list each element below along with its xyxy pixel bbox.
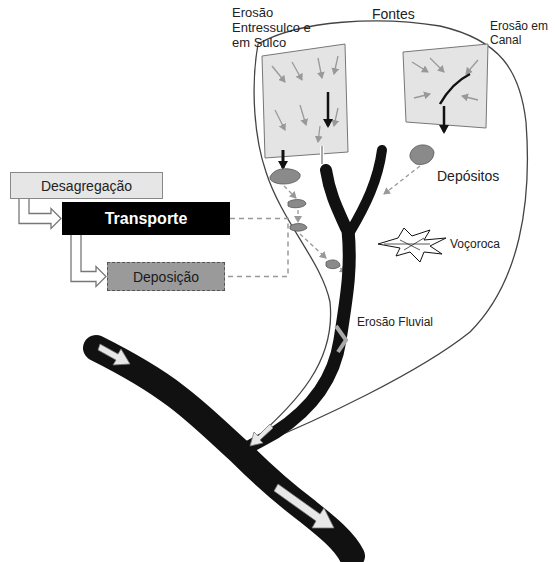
node-text: Transporte (105, 210, 188, 228)
process-box: Transporte (62, 202, 230, 235)
dashed-connector (225, 219, 288, 277)
process-label: Erosão Entressulco e em Sulco (232, 6, 314, 51)
process-box: Desagregação (10, 172, 163, 199)
node-text: Deposição (133, 269, 199, 285)
flow-arrows (98, 344, 334, 528)
process-label: Erosão em Canal (490, 20, 552, 48)
process-box: Deposição (107, 262, 225, 291)
watershed-outline (240, 21, 527, 452)
hollow-arrow (19, 199, 61, 229)
gully-label: Voçoroca (450, 238, 500, 252)
runoff-arrows (272, 56, 338, 142)
river-network (96, 150, 382, 556)
region-label: Fontes (372, 6, 415, 22)
hollow-arrow (71, 235, 106, 287)
gully-symbol (378, 228, 446, 262)
slope-panel (262, 44, 348, 158)
node-text: Desagregação (41, 178, 132, 194)
deposit-label: Depósitos (437, 168, 499, 184)
slope-panel (403, 44, 488, 128)
process-label: Erosão Fluvial (355, 316, 435, 330)
